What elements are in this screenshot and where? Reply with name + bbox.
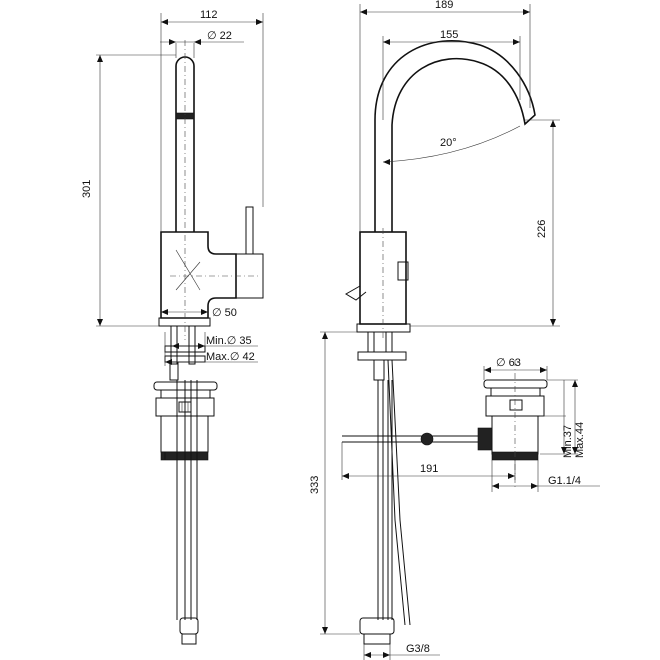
dim-waste-max: Max.44 <box>574 422 586 458</box>
dim-waste-thread: G1.1/4 <box>548 475 581 487</box>
dim-hose-length: 333 <box>309 476 321 494</box>
dim-overall-depth: 189 <box>435 0 453 11</box>
pull-rod-joint <box>420 432 434 446</box>
dim-spout-diameter: ∅ 22 <box>207 30 232 42</box>
dim-spout-reach: 155 <box>440 29 458 41</box>
dim-spout-width: 112 <box>200 9 218 21</box>
front-view: 112 ∅ 22 301 ∅ 50 Min.∅ 35 Max.∅ 42 <box>81 9 264 645</box>
base-flange <box>158 317 211 327</box>
dim-waste-min: Min.37 <box>562 425 574 458</box>
dim-max-hole: Max.∅ 42 <box>206 351 255 363</box>
mixer-body <box>160 231 237 319</box>
dim-min-hole: Min.∅ 35 <box>206 335 252 347</box>
dim-spout-height: 226 <box>536 220 548 238</box>
dim-waste-diameter: ∅ 63 <box>496 357 521 369</box>
dim-rod-length: 191 <box>420 463 438 475</box>
side-lever <box>345 285 367 301</box>
side-waste <box>483 360 548 490</box>
front-hose-nut <box>179 617 199 635</box>
lever-handle <box>245 206 254 255</box>
dim-swivel-angle: 20° <box>440 137 457 149</box>
dim-hose-thread: G3/8 <box>406 643 430 655</box>
dim-body-diameter: ∅ 50 <box>212 307 237 319</box>
side-view: 189 155 20° 226 333 191 ∅ 63 <box>309 0 600 660</box>
curved-spout <box>374 40 536 232</box>
dim-total-height: 301 <box>81 180 93 198</box>
